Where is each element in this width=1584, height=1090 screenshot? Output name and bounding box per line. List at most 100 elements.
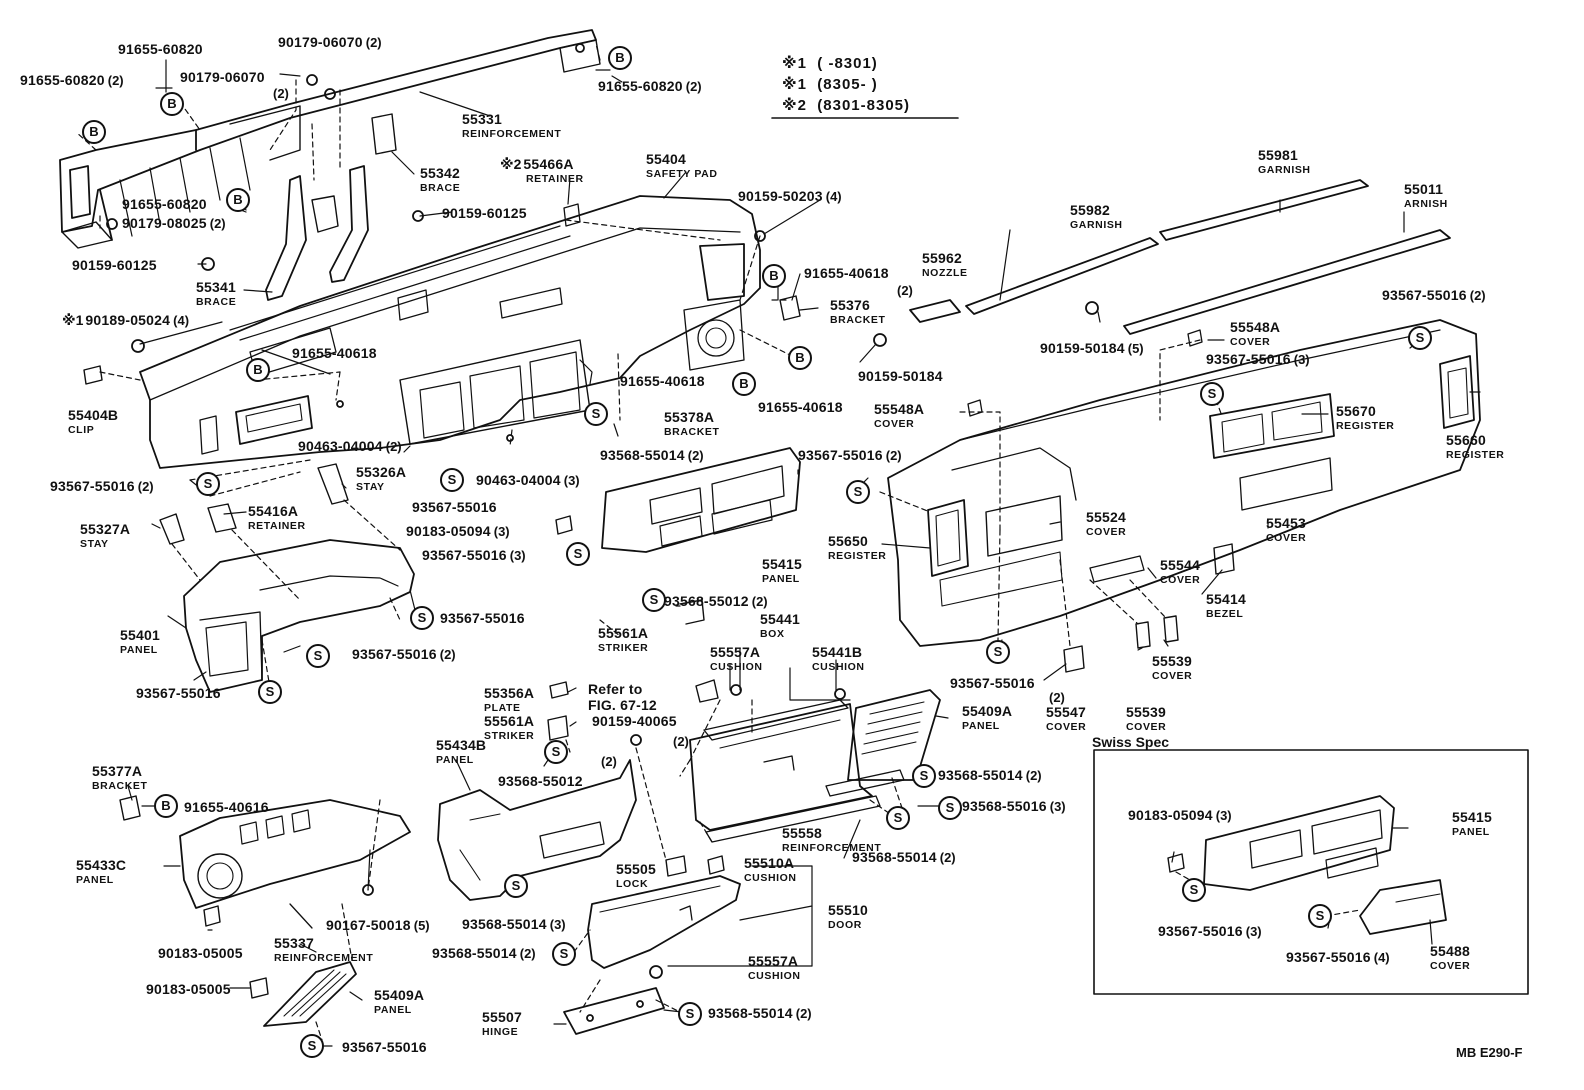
callout-93568-55014-2c: 93568-55014(2) [852, 849, 956, 865]
callout-91655-60820-2: 91655-60820(2) [20, 72, 124, 88]
garnish-strips-drawing [779, 179, 1451, 347]
callout-swiss-90183-05094: 90183-05094(3) [1128, 807, 1232, 823]
callout-93567-55016-2b: 93567-55016(2) [352, 646, 456, 662]
callout-93568-55012: 93568-55012 [498, 773, 583, 789]
callout-93567-55016-2a: 93567-55016(2) [50, 478, 154, 494]
callout-91655-60820: 91655-60820 [118, 41, 203, 57]
badge-s: S [300, 1034, 324, 1058]
callout-refer-to[interactable]: Refer to [588, 681, 643, 697]
callout-93567-55016-b: 93567-55016 [440, 610, 525, 626]
badge-s: S [886, 806, 910, 830]
badge-b: B [788, 346, 812, 370]
callout-90159-50203: 90159-50203(4) [738, 188, 842, 204]
badge-s: S [1408, 326, 1432, 350]
callout-93568-55012-2: 93568-55012(2) [664, 593, 768, 609]
badge-s: S [846, 480, 870, 504]
badge-s: S [912, 764, 936, 788]
callout-93567-55016-e: 93567-55016 [342, 1039, 427, 1055]
callout-93568-55014-a: 93568-55014(2) [600, 447, 704, 463]
badge-b: B [154, 794, 178, 818]
badge-b: B [82, 120, 106, 144]
callout-91655-60820-b: 91655-60820 [122, 196, 207, 212]
badge-s: S [584, 402, 608, 426]
badge-s: S [504, 874, 528, 898]
callout-90179-06070-2: 90179-06070(2) [278, 34, 382, 50]
badge-b: B [226, 188, 250, 212]
callout-90179-06070: 90179-06070 [180, 69, 265, 85]
legend-row-3: ※2 (8301-8305) [782, 97, 911, 114]
right-dashboard-drawing [887, 319, 1481, 673]
glove-box-drawing [547, 599, 905, 843]
badge-s: S [1308, 904, 1332, 928]
badge-s: S [306, 644, 330, 668]
callout-90159-50184: 90159-50184 [858, 368, 943, 384]
callout-91655-40618-b: 91655-40618 [804, 265, 889, 281]
callout-swiss-93567-55016-4: 93567-55016(4) [1286, 949, 1390, 965]
badge-s: S [678, 1002, 702, 1026]
callout-91665-60820-2: 91655-60820(2) [598, 78, 702, 94]
callout-90159-40065: 90159-40065 [592, 713, 677, 729]
callout-93567-55016-c: 93567-55016 [136, 685, 221, 701]
callout-fig-67-12[interactable]: FIG. 67-12 [588, 697, 657, 713]
callout-90159-60125-b: 90159-60125 [72, 257, 157, 273]
dashboard-safety-pad-drawing [83, 195, 766, 469]
panel-55401-drawing [159, 463, 415, 693]
legend-row-1: ※1 ( -8301) [782, 55, 878, 72]
badge-s: S [986, 640, 1010, 664]
callout-93567-55016-3b: 93567-55016(3) [1206, 351, 1310, 367]
callout-90183-05094: 90183-05094(3) [406, 523, 510, 539]
callout-90463-04004-3: 90463-04004(3) [476, 472, 580, 488]
panel-55415-drawing [555, 447, 801, 553]
badge-s: S [196, 472, 220, 496]
callout-91655-40618-d: 91655-40618 [758, 399, 843, 415]
badge-b: B [246, 358, 270, 382]
callout-93568-55014-2e: 93568-55014(2) [708, 1005, 812, 1021]
badge-b: B [608, 46, 632, 70]
legend-row-2: ※1 (8305- ) [782, 76, 878, 93]
badge-b: B [762, 264, 786, 288]
callout-90159-60125-a: 90159-60125 [442, 205, 527, 221]
callout-91655-40618-b-qty: (2) [897, 283, 913, 298]
callout-91655-40618-a: 91655-40618 [292, 345, 377, 361]
callout-93567-55016-d: 93567-55016 [950, 675, 1035, 691]
badge-b: B [160, 92, 184, 116]
